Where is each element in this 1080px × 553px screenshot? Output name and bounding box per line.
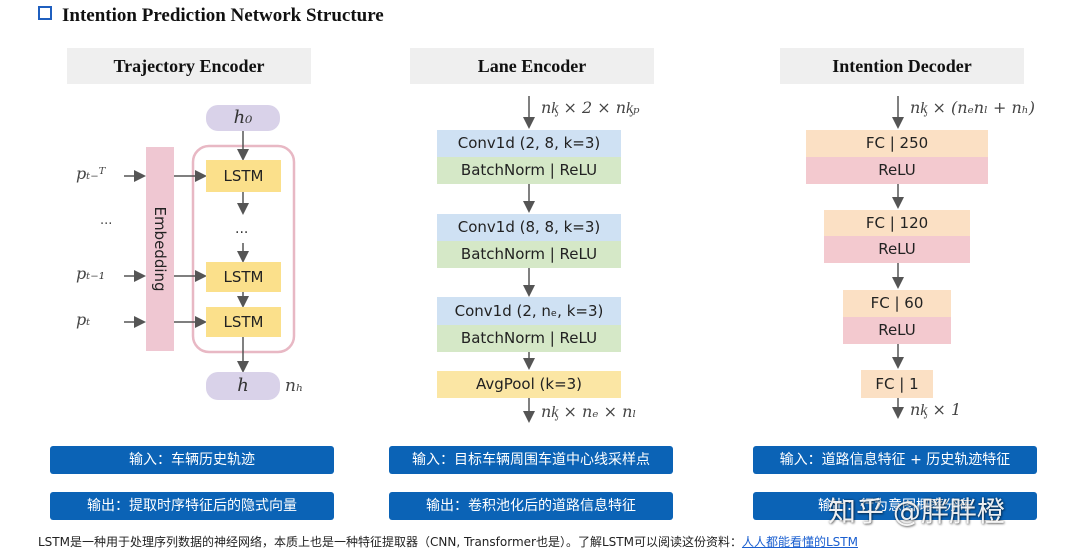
input-p-t-minus-1: pₜ₋₁ (76, 264, 106, 283)
embedding-layer: Embedding (146, 147, 174, 351)
lstm-cell-3: LSTM (206, 307, 281, 337)
footer-note: LSTM是一种用于处理序列数据的神经网络，本质上也是一种特征提取器（CNN, T… (38, 533, 858, 550)
fc-1-layer: FC | 1 (861, 370, 933, 398)
lstm-cell-1: LSTM (206, 160, 281, 192)
intention-decoder-header: Intention Decoder (780, 48, 1024, 84)
batchnorm-relu-2: BatchNorm | ReLU (437, 241, 621, 268)
input-ellipsis: ... (100, 213, 113, 228)
relu-layer-2: ReLU (824, 236, 970, 263)
zhihu-watermark: 知乎 @胖胖橙 (828, 495, 1005, 528)
lane-encoder-header: Lane Encoder (410, 48, 654, 84)
decoder-input-label: 输入：道路信息特征 + 历史轨迹特征 (753, 446, 1037, 474)
batchnorm-relu-1: BatchNorm | ReLU (437, 157, 621, 184)
square-bullet-icon (38, 6, 52, 20)
decoder-output-dim: nᶄ × 1 (910, 400, 962, 419)
lane-output-dim: nᶄ × nₑ × nₗ (541, 402, 637, 421)
page-title: Intention Prediction Network Structure (38, 5, 384, 27)
input-p-t-minus-T: pₜ₋ᵀ (76, 164, 106, 183)
trajectory-encoder-header: Trajectory Encoder (67, 48, 311, 84)
h-hidden-state: h (206, 372, 280, 400)
input-p-t: pₜ (76, 310, 91, 329)
avgpool-layer: AvgPool (k=3) (437, 371, 621, 398)
relu-layer-3: ReLU (843, 317, 951, 344)
lstm-cell-2: LSTM (206, 262, 281, 292)
conv1d-layer-3: Conv1d (2, nₑ, k=3) (437, 297, 621, 325)
relu-layer-1: ReLU (806, 157, 988, 184)
trajectory-input-label: 输入：车辆历史轨迹 (50, 446, 334, 474)
lstm-ellipsis: ... (235, 221, 249, 237)
lane-input-dim: nᶄ × 2 × nᶄₚ (541, 98, 640, 117)
lane-input-label: 输入：目标车辆周围车道中心线采样点 (389, 446, 673, 474)
h0-hidden-state: h₀ (206, 105, 280, 131)
decoder-input-dim: nᶄ × (nₑnₗ + nₕ) (910, 98, 1035, 117)
footer-text: LSTM是一种用于处理序列数据的神经网络，本质上也是一种特征提取器（CNN, T… (38, 535, 742, 549)
trajectory-output-label: 输出：提取时序特征后的隐式向量 (50, 492, 334, 520)
conv1d-layer-1: Conv1d (2, 8, k=3) (437, 130, 621, 157)
lane-output-label: 输出：卷积池化后的道路信息特征 (389, 492, 673, 520)
fc-60-layer: FC | 60 (843, 290, 951, 317)
fc-120-layer: FC | 120 (824, 210, 970, 236)
conv1d-layer-2: Conv1d (8, 8, k=3) (437, 214, 621, 241)
fc-250-layer: FC | 250 (806, 130, 988, 157)
decoder-output-label: 输出：行为意图概率分布 (753, 492, 1037, 520)
nh-label: nₕ (285, 376, 304, 396)
embedding-label: Embedding (151, 206, 169, 292)
lstm-reference-link[interactable]: 人人都能看懂的LSTM (741, 535, 858, 549)
batchnorm-relu-3: BatchNorm | ReLU (437, 325, 621, 352)
